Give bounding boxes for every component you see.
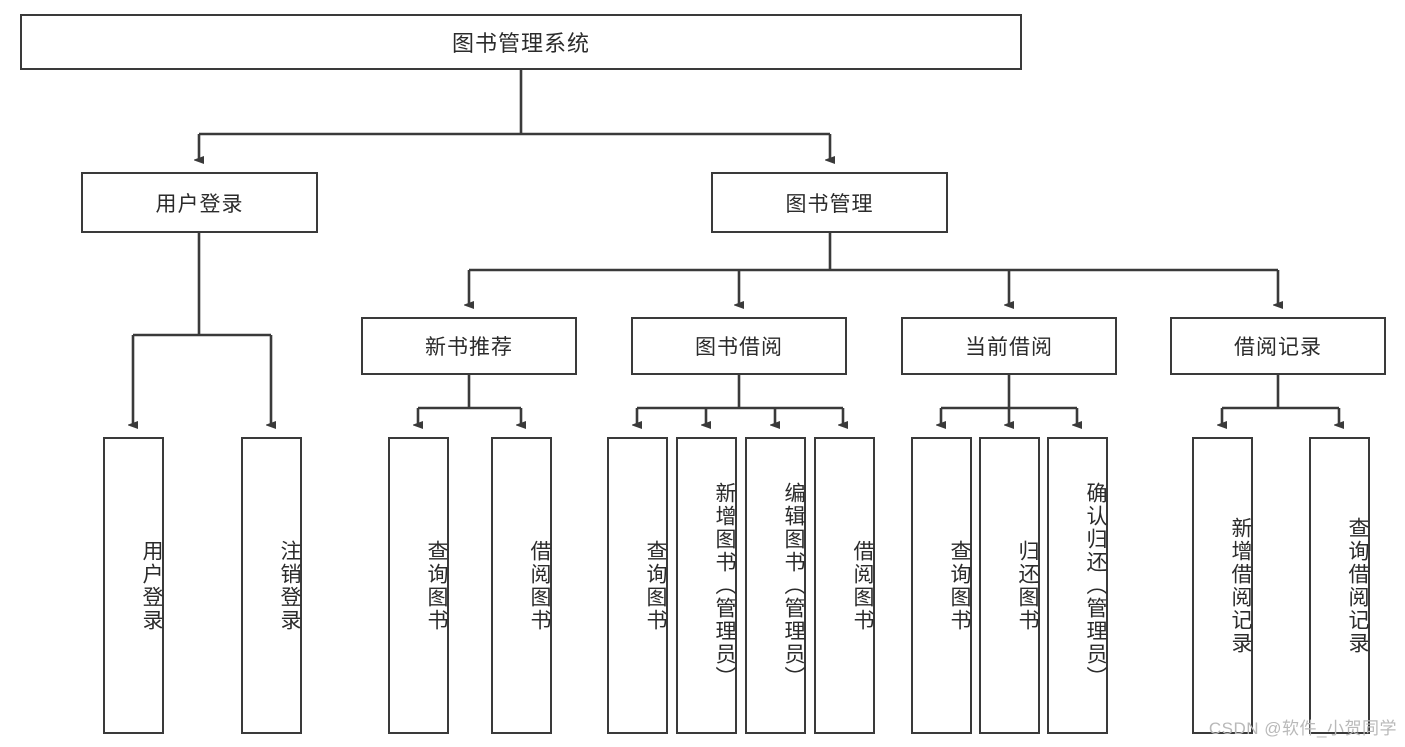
node-label: 查询图书 <box>644 539 667 632</box>
leaf-current-query-book[interactable]: 查询图书 <box>911 437 972 734</box>
node-label: 图书管理 <box>785 192 874 216</box>
node-label: 确认归还（管理员） <box>1084 482 1107 689</box>
node-label: 新增借阅记录 <box>1229 516 1252 655</box>
node-current-borrow[interactable]: 当前借阅 <box>901 317 1117 375</box>
leaf-record-query-record[interactable]: 查询借阅记录 <box>1309 437 1370 734</box>
node-new-book-recommend[interactable]: 新书推荐 <box>361 317 577 375</box>
node-label: 注销登录 <box>278 539 301 632</box>
leaf-borrow-edit-book[interactable]: 编辑图书（管理员） <box>745 437 806 734</box>
node-label: 图书借阅 <box>695 336 783 359</box>
node-label: 新书推荐 <box>425 336 513 359</box>
node-label: 图书管理系统 <box>451 31 590 56</box>
node-label: 新增图书（管理员） <box>713 482 736 689</box>
leaf-user-login-login[interactable]: 用户登录 <box>103 437 164 734</box>
node-book-management[interactable]: 图书管理 <box>711 172 948 233</box>
node-label: 归还图书 <box>1016 539 1039 632</box>
node-label: 查询借阅记录 <box>1346 516 1369 655</box>
node-label: 借阅记录 <box>1234 336 1322 359</box>
node-book-borrow[interactable]: 图书借阅 <box>631 317 847 375</box>
node-label: 当前借阅 <box>965 336 1053 359</box>
leaf-current-confirm-return[interactable]: 确认归还（管理员） <box>1047 437 1108 734</box>
leaf-current-return-book[interactable]: 归还图书 <box>979 437 1040 734</box>
leaf-borrow-add-book[interactable]: 新增图书（管理员） <box>676 437 737 734</box>
node-root-system[interactable]: 图书管理系统 <box>20 14 1022 70</box>
leaf-borrow-borrow-book[interactable]: 借阅图书 <box>814 437 875 734</box>
node-label: 用户登录 <box>155 192 244 216</box>
leaf-recommend-borrow-book[interactable]: 借阅图书 <box>491 437 552 734</box>
leaf-user-login-logout[interactable]: 注销登录 <box>241 437 302 734</box>
node-borrow-record[interactable]: 借阅记录 <box>1170 317 1386 375</box>
node-label: 查询图书 <box>948 539 971 632</box>
node-label: 查询图书 <box>425 539 448 632</box>
leaf-record-add-record[interactable]: 新增借阅记录 <box>1192 437 1253 734</box>
csdn-watermark: CSDN @软件_小贺同学 <box>1208 719 1397 738</box>
leaf-recommend-query-book[interactable]: 查询图书 <box>388 437 449 734</box>
node-label: 借阅图书 <box>528 539 551 632</box>
node-user-login[interactable]: 用户登录 <box>81 172 318 233</box>
node-label: 编辑图书（管理员） <box>782 482 805 689</box>
node-label: 借阅图书 <box>851 539 874 632</box>
leaf-borrow-query-book[interactable]: 查询图书 <box>607 437 668 734</box>
node-label: 用户登录 <box>140 539 163 632</box>
